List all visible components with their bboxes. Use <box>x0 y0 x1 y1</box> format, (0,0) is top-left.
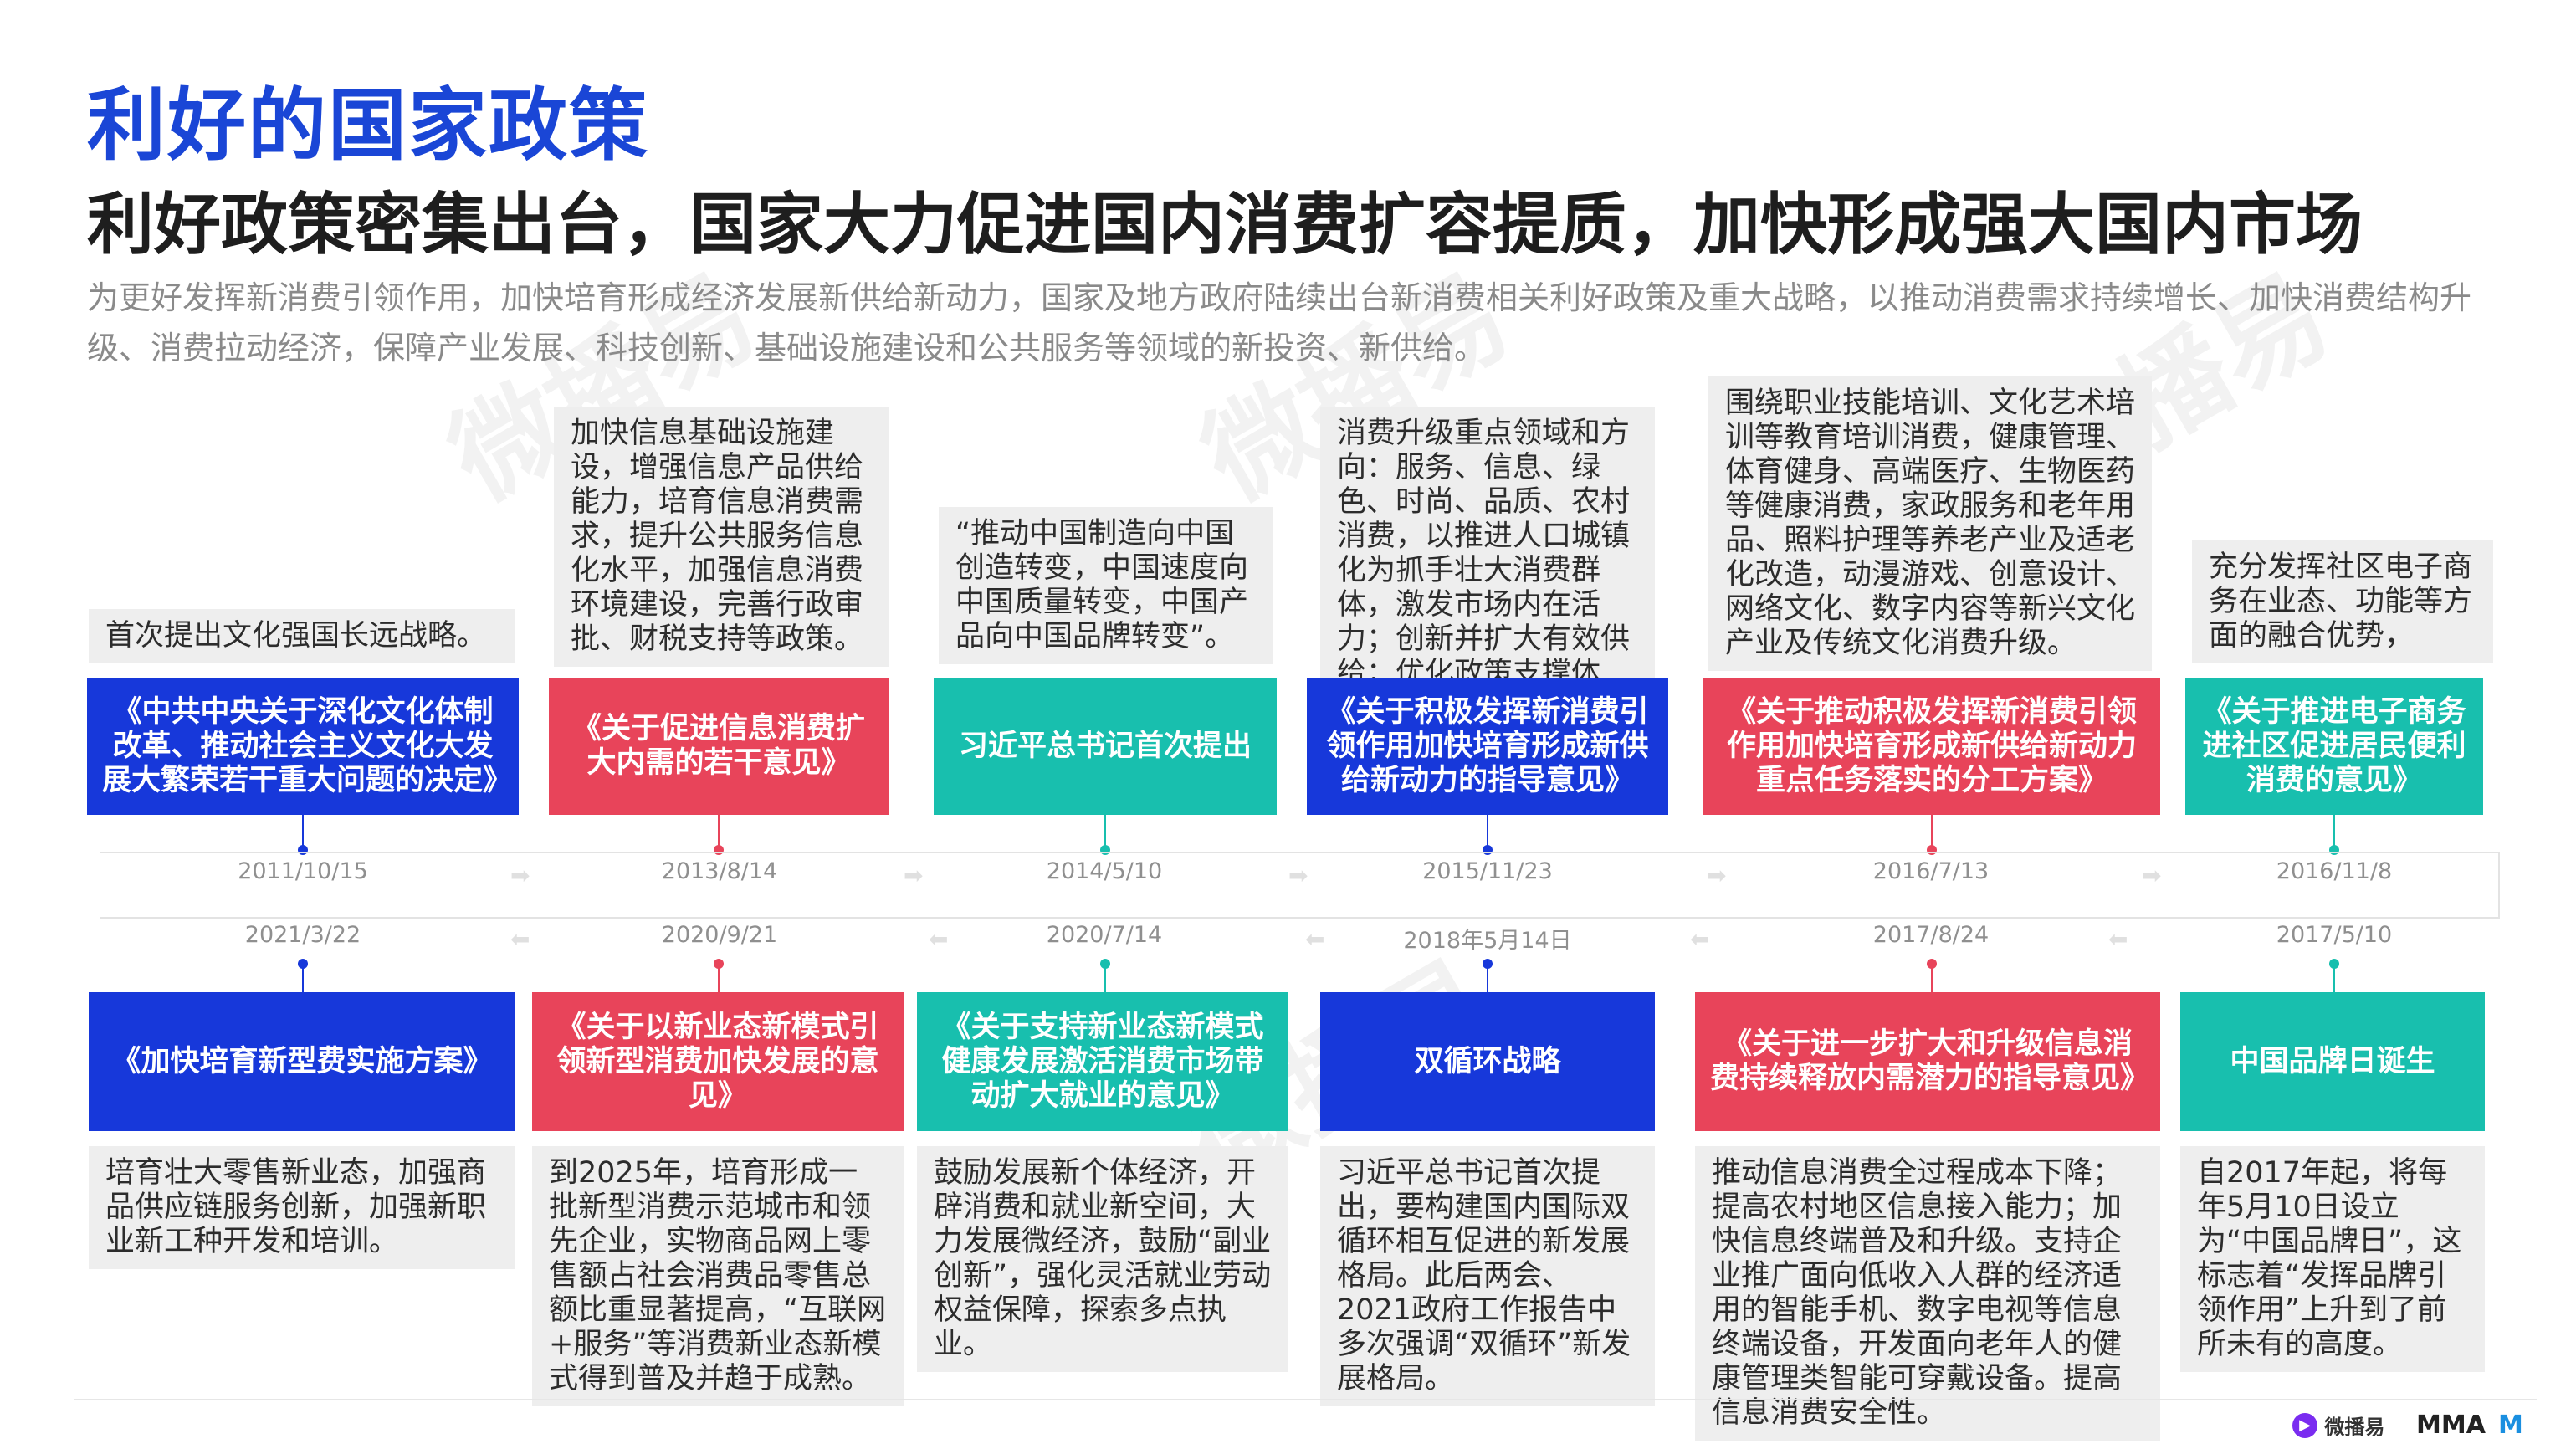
arrow-right-icon: ➡ <box>2142 862 2162 889</box>
timeline-date: 2013/8/14 <box>661 858 778 884</box>
policy-note: 加快信息基础设施建设，增强信息产品供给能力，培育信息消费需求，提升公共服务信息化… <box>554 407 889 667</box>
arrow-right-icon: ➡ <box>904 862 924 889</box>
timeline-rail <box>100 852 2500 919</box>
policy-note: 鼓励发展新个体经济，开辟消费和就业新空间，大力发展微经济，鼓励“副业创新”，强化… <box>917 1146 1288 1372</box>
policy-box: 《关于推动积极发挥新消费引领作用加快培育形成新供给新动力重点任务落实的分工方案》 <box>1703 678 2160 815</box>
page-title: 利好的国家政策 <box>87 80 650 172</box>
timeline-date: 2020/7/14 <box>1046 922 1163 948</box>
page-description: 为更好发挥新消费引领作用，加快培育形成经济发展新供给新动力，国家及地方政府陆续出… <box>87 279 2472 366</box>
play-icon: ▶ <box>2292 1412 2317 1438</box>
connector <box>718 815 720 848</box>
arrow-left-icon: ⬅ <box>929 925 949 953</box>
policy-box: 中国品牌日诞生 <box>2180 992 2485 1131</box>
policy-box: 《关于支持新业态新模式健康发展激活消费市场带动扩大就业的意见》 <box>917 992 1288 1131</box>
connector <box>1931 815 1933 848</box>
policy-box: 双循环战略 <box>1320 992 1655 1131</box>
policy-box: 《加快培育新型费实施方案》 <box>89 992 515 1131</box>
policy-box: 《关于以新业态新模式引领新型消费加快发展的意见》 <box>532 992 904 1131</box>
weiboyi-logo-text: 微播易 <box>2324 1416 2385 1439</box>
timeline-date: 2016/7/13 <box>1872 858 1990 884</box>
timeline-date: 2020/9/21 <box>661 922 778 948</box>
policy-box: 《中共中央关于深化文化体制改革、推动社会主义文化大发展大繁荣若干重大问题的决定》 <box>87 678 519 815</box>
connector <box>2333 815 2335 848</box>
policy-box: 《关于进一步扩大和升级信息消费持续释放内需潜力的指导意见》 <box>1695 992 2160 1131</box>
timeline-date: 2016/11/8 <box>2276 858 2393 884</box>
arrow-right-icon: ➡ <box>1288 862 1308 889</box>
arrow-right-icon: ➡ <box>1707 862 1727 889</box>
policy-note: 充分发挥社区电子商务在业态、功能等方面的融合优势， <box>2192 540 2493 663</box>
policy-note: “推动中国制造向中国创造转变，中国速度向中国质量转变，中国产品向中国品牌转变”。 <box>939 507 1273 664</box>
arrow-left-icon: ⬅ <box>1305 925 1325 953</box>
timeline-date: 2015/11/23 <box>1422 858 1553 884</box>
arrow-right-icon: ➡ <box>510 862 530 889</box>
timeline-date: 2021/3/22 <box>244 922 361 948</box>
timeline-date: 2018年5月14日 <box>1403 928 1572 954</box>
arrow-left-icon: ⬅ <box>2108 925 2128 953</box>
policy-note: 推动信息消费全过程成本下降；提高农村地区信息接入能力；加快信息终端普及和升级。支… <box>1695 1146 2160 1441</box>
page-subtitle: 利好政策密集出台，国家大力促进国内消费扩容提质，加快形成强大国内市场 <box>87 186 2363 264</box>
mma-logo: MMA <box>2416 1411 2486 1440</box>
policy-box: 《关于推进电子商务进社区促进居民便利消费的意见》 <box>2185 678 2483 815</box>
footer-divider <box>74 1399 2537 1400</box>
policy-box: 《关于促进信息消费扩大内需的若干意见》 <box>549 678 889 815</box>
connector <box>1104 815 1106 848</box>
policy-note: 围绕职业技能培训、文化艺术培训等教育培训消费，健康管理、体育健身、高端医疗、生物… <box>1708 376 2152 671</box>
connector <box>1104 962 1106 992</box>
connector <box>2333 962 2335 992</box>
timeline-date: 2011/10/15 <box>238 858 368 884</box>
policy-note: 习近平总书记首次提出，要构建国内国际双循环相互促进的新发展格局。此后两会、202… <box>1320 1146 1655 1406</box>
timeline-date: 2014/5/10 <box>1046 858 1163 884</box>
policy-note: 到2025年，培育形成一批新型消费示范城市和领先企业，实物商品网上零售额占社会消… <box>532 1146 904 1406</box>
timeline-date: 2017/5/10 <box>2276 922 2393 948</box>
policy-box: 习近平总书记首次提出 <box>934 678 1277 815</box>
connector <box>302 815 304 848</box>
connector <box>1487 815 1488 848</box>
connector <box>1487 962 1488 992</box>
weiboyi-logo: ▶ 微播易 <box>2292 1411 2384 1440</box>
policy-box: 《关于积极发挥新消费引领作用加快培育形成新供给新动力的指导意见》 <box>1307 678 1668 815</box>
policy-note: 培育壮大零售新业态，加强商品供应链服务创新，加强新职业新工种开发和培训。 <box>89 1146 515 1269</box>
policy-note: 首次提出文化强国长远战略。 <box>89 609 515 663</box>
connector <box>1931 962 1933 992</box>
connector <box>302 962 304 992</box>
policy-note: 消费升级重点领域和方向：服务、信息、绿色、时尚、品质、农村消费，以推进人口城镇化… <box>1320 407 1655 735</box>
arrow-left-icon: ⬅ <box>510 925 530 953</box>
arrow-left-icon: ⬅ <box>1690 925 1710 953</box>
timeline-date: 2017/8/24 <box>1872 922 1990 948</box>
connector <box>718 962 720 992</box>
m-logo: M <box>2498 1411 2523 1440</box>
policy-note: 自2017年起，将每年5月10日设立为“中国品牌日”，这标志着“发挥品牌引领作用… <box>2180 1146 2485 1372</box>
